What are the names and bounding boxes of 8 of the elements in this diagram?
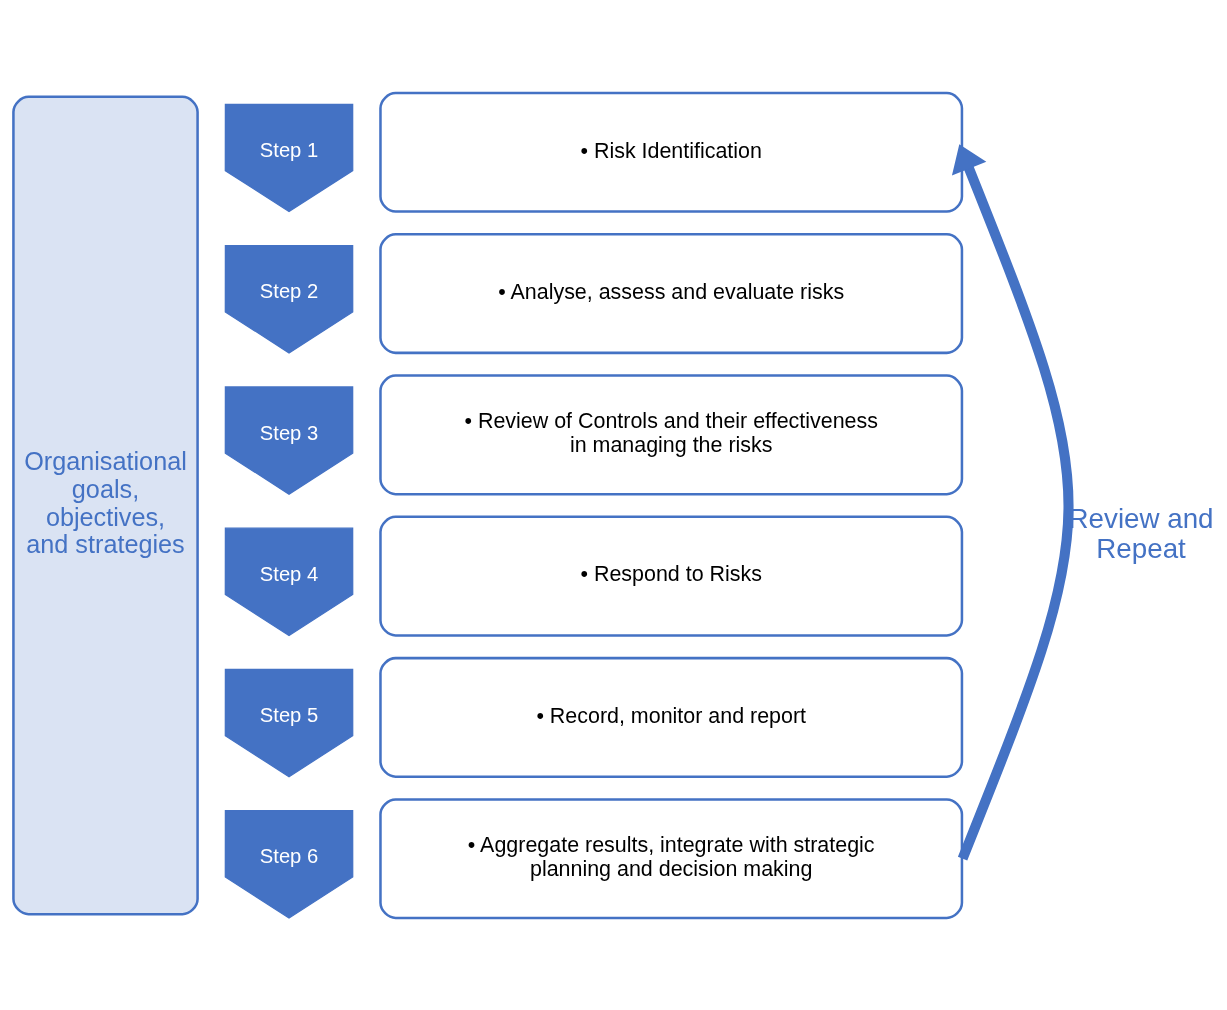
node-box: • Review of Controls and their effectiveness in managing the risks — [379, 373, 964, 495]
node-box: • Analyse, assess and evaluate risks — [379, 232, 964, 354]
node-box: • Aggregate results, integrate with strategic planning and decision making — [379, 797, 964, 919]
node-box: • Risk Identification — [379, 91, 964, 213]
arrow — [951, 143, 1074, 861]
node-box: Organisational goals, objectives, and strategies — [12, 95, 199, 915]
node-box: • Respond to Risks — [379, 515, 964, 637]
node-box: • Record, monitor and report — [379, 656, 964, 778]
